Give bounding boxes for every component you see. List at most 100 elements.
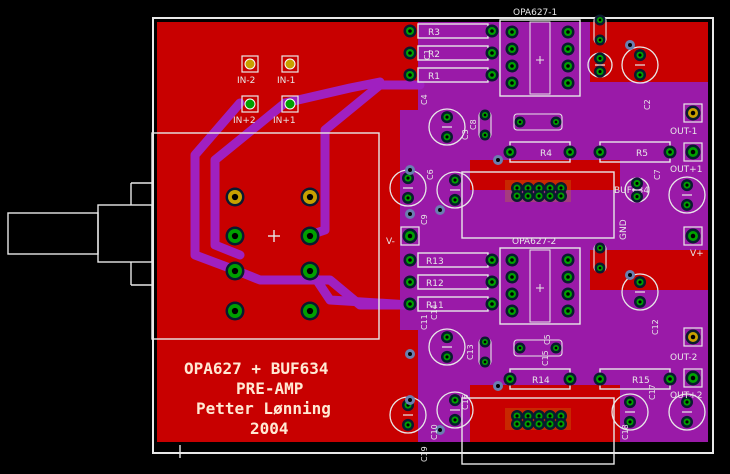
pad-hole [406, 176, 410, 180]
pad-hole [598, 246, 602, 250]
capacitor-outline [621, 273, 659, 311]
output-label: OUT+2 [670, 391, 702, 401]
resistor-label: R3 [428, 28, 440, 38]
pad-hole [537, 186, 541, 190]
supply-label: V+ [690, 249, 704, 259]
pad-hole [526, 422, 530, 426]
pad-hole [690, 375, 696, 381]
via-hole [496, 158, 500, 162]
pad-hole [548, 422, 552, 426]
pad-hole [483, 113, 487, 117]
resistor-label: R12 [426, 279, 444, 289]
capacitor-label: C16 [461, 394, 470, 410]
pad-hole [515, 414, 519, 418]
pad-hole [638, 300, 642, 304]
input-pad [244, 98, 256, 110]
capacitor-label: C13 [466, 344, 475, 360]
pad-hole [510, 47, 514, 51]
capacitor-label: C1 [423, 49, 432, 60]
pad-hole [566, 292, 570, 296]
capacitor-label: C14 [430, 304, 439, 320]
input-label: IN-2 [237, 76, 255, 86]
small-capacitor [513, 113, 563, 131]
input-pad [244, 58, 256, 70]
pad-hole [510, 81, 514, 85]
pad-hole [638, 280, 642, 284]
pad-hole [490, 51, 494, 55]
resistor-label: R11 [426, 301, 444, 311]
opamp-label: OPA627-1 [513, 8, 557, 18]
capacitor-outline [611, 393, 649, 431]
supply-label: GND [619, 219, 629, 240]
pad-hole [526, 186, 530, 190]
input-label: IN+2 [233, 116, 256, 126]
buffer-outline [461, 171, 615, 239]
pad-hole [306, 193, 314, 201]
pad-hole [445, 355, 449, 359]
pad-hole [453, 418, 457, 422]
pad-hole [559, 414, 563, 418]
pad-hole [526, 414, 530, 418]
pad-hole [554, 346, 558, 350]
pad-hole [231, 307, 239, 315]
pad-hole [406, 196, 410, 200]
capacitor-label: C17 [648, 384, 657, 400]
via-hole [408, 212, 412, 216]
pad-hole [548, 414, 552, 418]
pad-hole [554, 120, 558, 124]
capacitor-label: C4 [420, 94, 429, 105]
capacitor-label: C3 [461, 129, 470, 140]
input-pad [284, 98, 296, 110]
pad-hole [566, 81, 570, 85]
connector-frame [683, 327, 703, 347]
pad-hole [490, 302, 494, 306]
pad-hole [598, 377, 602, 381]
title-line: PRE-AMP [236, 379, 303, 398]
via-hole [496, 384, 500, 388]
pad-hole [566, 258, 570, 262]
pad-hole [598, 70, 602, 74]
pad-hole [510, 292, 514, 296]
input-pad-frame [281, 55, 299, 73]
buffer-label: BUF634 [614, 186, 649, 196]
via-hole [408, 352, 412, 356]
pad-hole [537, 194, 541, 198]
pad-hole [490, 280, 494, 284]
pad-hole [518, 120, 522, 124]
pad-hole [685, 183, 689, 187]
supply-label: V- [386, 237, 395, 247]
pad-hole [408, 280, 412, 284]
pad-hole [537, 414, 541, 418]
capacitor-label: C10 [430, 424, 439, 440]
resistor-label: R15 [632, 376, 650, 386]
pad-hole [490, 73, 494, 77]
pad-hole [408, 302, 412, 306]
pad-hole [537, 422, 541, 426]
pad-hole [306, 267, 314, 275]
pad-hole [598, 56, 602, 60]
input-connectors: IN-2 IN-1 IN+2 IN+1 [233, 55, 299, 126]
board-outline [152, 17, 714, 454]
pad-hole [231, 232, 239, 240]
capacitor-label: C2 [643, 99, 652, 110]
input-pad-frame [281, 95, 299, 113]
pad-hole [685, 420, 689, 424]
pad-hole [483, 133, 487, 137]
pad-hole [598, 38, 602, 42]
capacitor-label: C18 [621, 424, 630, 440]
pad-hole [515, 186, 519, 190]
pad-hole [568, 150, 572, 154]
pad-hole [638, 73, 642, 77]
pad-hole [566, 47, 570, 51]
small-capacitor [513, 339, 563, 357]
pad-hole [566, 64, 570, 68]
input-label: IN-1 [277, 76, 295, 86]
capacitor-label: C7 [653, 169, 662, 180]
pad-hole [515, 422, 519, 426]
capacitor-label: C12 [651, 319, 660, 335]
pad-hole [559, 194, 563, 198]
copper-pour-right [400, 22, 708, 442]
title-line: OPA627 + BUF634 [184, 359, 329, 378]
pad-hole [510, 64, 514, 68]
capacitor-outline [668, 176, 706, 214]
